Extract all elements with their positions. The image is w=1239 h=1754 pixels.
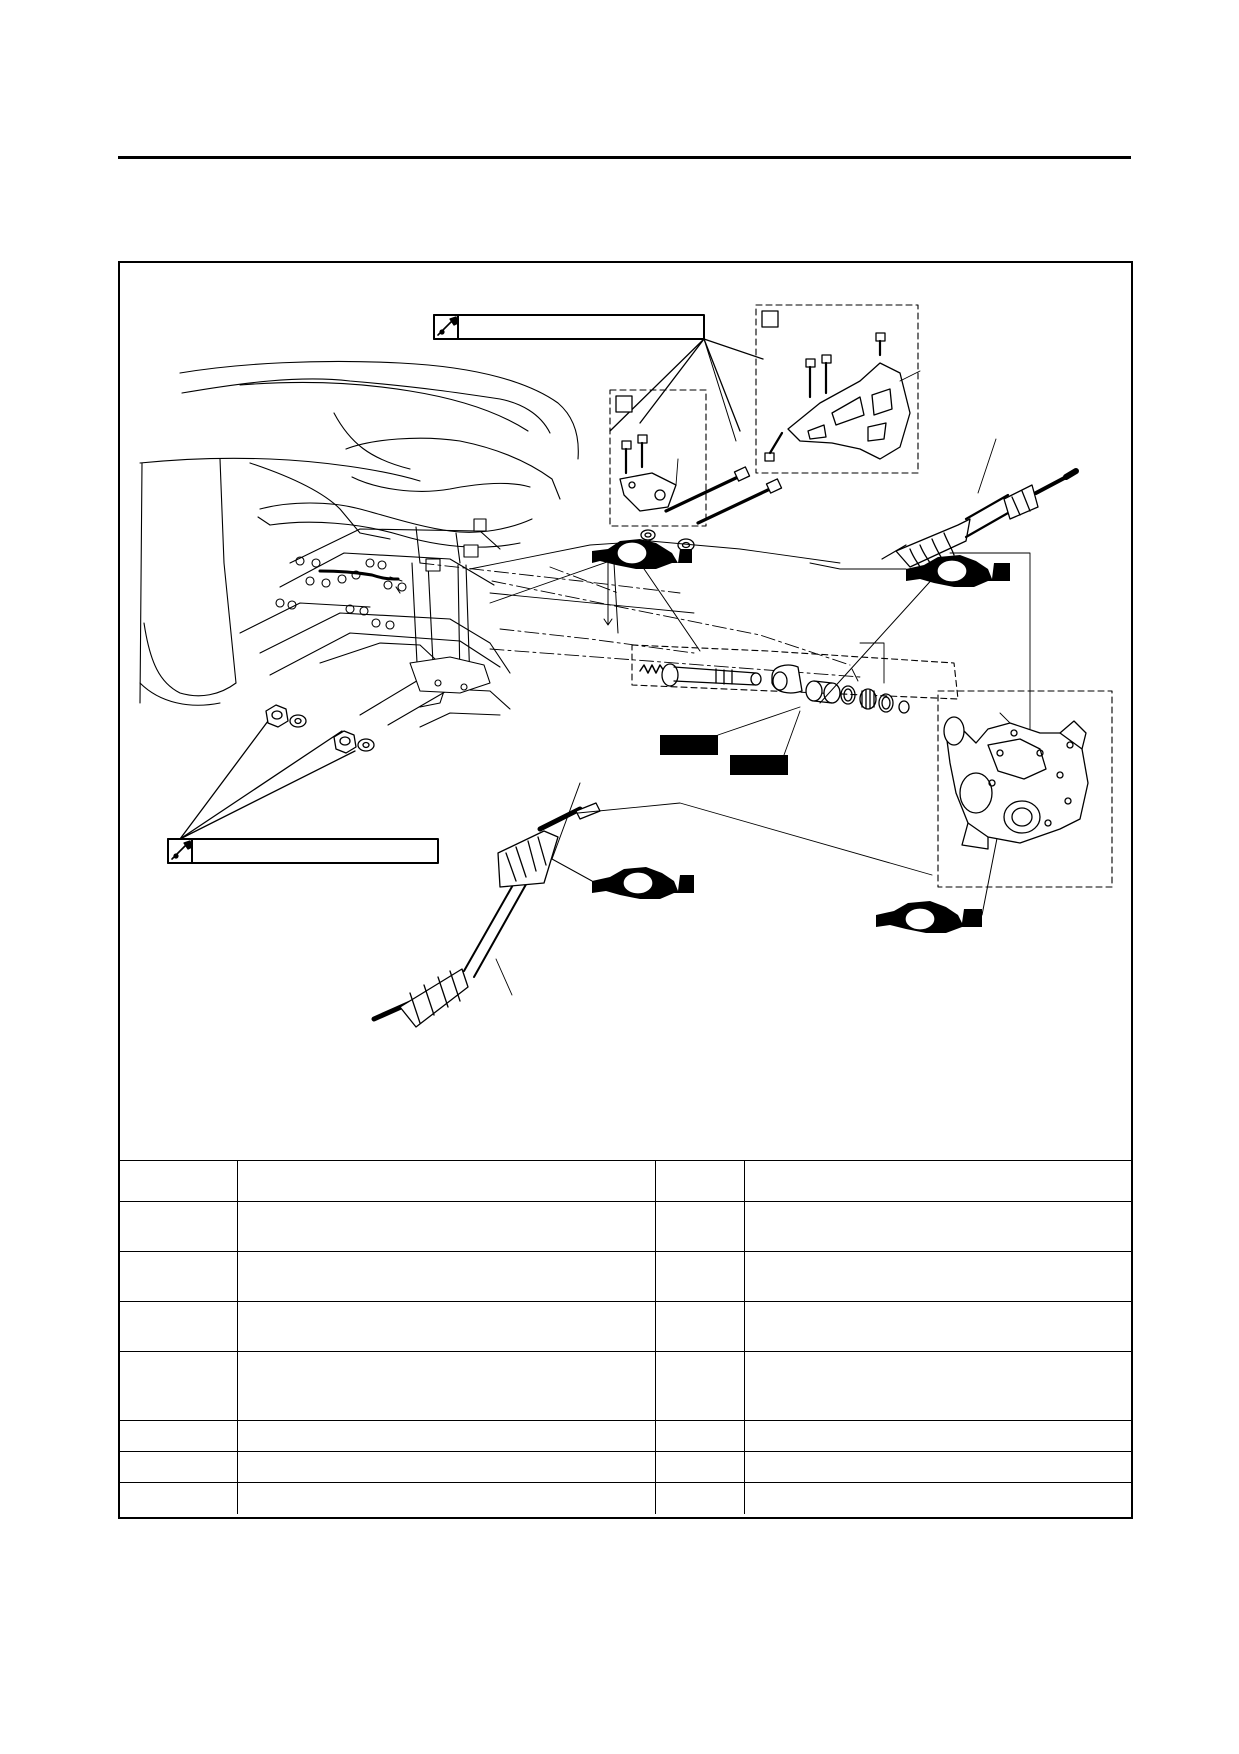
table-cell: [744, 1351, 1131, 1421]
table-row: [120, 1420, 1131, 1452]
table-cell: [120, 1160, 238, 1202]
spring: [639, 664, 665, 674]
table-cell: [655, 1160, 745, 1202]
table-cell: [655, 1201, 745, 1252]
parts-table: [120, 1160, 1131, 1514]
bolt-icon: [821, 354, 832, 395]
table-cell: [744, 1201, 1131, 1252]
table-row: [120, 1201, 1131, 1252]
table-cell: [237, 1420, 656, 1452]
diagram-frame: [118, 261, 1133, 1519]
table-cell: [120, 1482, 238, 1514]
table-cell: [237, 1451, 656, 1483]
table-row: [120, 1301, 1131, 1352]
table-cell: [655, 1301, 745, 1352]
header-rule: [118, 156, 1131, 159]
bolt-icon: [875, 332, 886, 357]
splined-collar: [859, 688, 877, 710]
drive-shaft-lower: [371, 802, 933, 1028]
bushing: [771, 664, 803, 694]
torque-callout-upper: [433, 314, 764, 442]
nut-washer-set: [333, 730, 375, 754]
table-cell: [655, 1451, 745, 1483]
table-cell: [237, 1160, 656, 1202]
bolt-icon: [764, 431, 784, 462]
table-cell: [120, 1301, 238, 1352]
table-row: [120, 1251, 1131, 1302]
table-cell: [744, 1160, 1131, 1202]
grease-badge: [876, 822, 1001, 933]
table-cell: [744, 1301, 1131, 1352]
circlip: [878, 693, 894, 713]
table-cell: [237, 1482, 656, 1514]
detail-box-bracket-large: [755, 304, 921, 474]
replace-tag: [730, 710, 801, 775]
table-cell: [744, 1482, 1131, 1514]
table-cell: [655, 1482, 745, 1514]
table-cell: [655, 1351, 745, 1421]
coupling-shaft: [661, 663, 762, 687]
nut-washer-set: [265, 704, 307, 728]
grease-badge: [809, 555, 1010, 704]
grease-badge: [592, 539, 701, 652]
long-bolt: [664, 466, 751, 513]
table-cell: [744, 1420, 1131, 1452]
table-row: [120, 1351, 1131, 1421]
drive-shaft-upper: [881, 438, 1079, 568]
bolt-icon: [621, 440, 632, 475]
differential-gear-case: [943, 716, 1089, 850]
circlip: [840, 685, 856, 705]
bearing: [805, 680, 841, 704]
bolt-icon: [805, 358, 816, 399]
wrench-icon: [171, 840, 193, 860]
table-cell: [120, 1251, 238, 1302]
bolt-icon: [637, 434, 648, 469]
replace-tag: [660, 706, 801, 755]
differential-dashed-box: [937, 690, 1113, 888]
table-cell: [120, 1201, 238, 1252]
table-cell: [744, 1451, 1131, 1483]
exploded-diagram: [120, 263, 1131, 1160]
wrench-icon: [437, 316, 459, 336]
table-cell: [120, 1420, 238, 1452]
detail-box-shaft-parts: [631, 644, 959, 700]
table-row: [120, 1451, 1131, 1483]
exploded-diagram-svg: [139, 304, 1113, 1028]
vehicle-frame: [139, 360, 579, 728]
table-row: [120, 1482, 1131, 1514]
table-cell: [120, 1351, 238, 1421]
table-row: [120, 1160, 1131, 1202]
table-cell: [237, 1251, 656, 1302]
torque-callout-lower: [167, 712, 439, 864]
table-cell: [120, 1451, 238, 1483]
table-cell: [744, 1251, 1131, 1302]
plug: [898, 700, 910, 714]
table-cell: [237, 1201, 656, 1252]
grease-badge: [551, 782, 694, 899]
table-cell: [237, 1301, 656, 1352]
table-cell: [655, 1420, 745, 1452]
table-cell: [655, 1251, 745, 1302]
long-bolt: [696, 478, 783, 525]
table-cell: [237, 1351, 656, 1421]
detail-box-bracket-small: [609, 389, 707, 552]
